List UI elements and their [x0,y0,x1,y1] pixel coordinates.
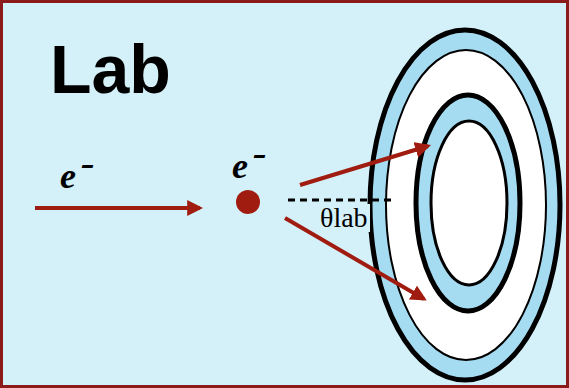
target-electron [236,190,260,214]
detector-rings [370,30,560,380]
particle-label: e⁻ [232,148,260,184]
frame-title: Lab [50,35,171,103]
scattered-arrow [300,146,428,185]
incoming-arrow [35,206,200,210]
beam-axis [288,199,395,202]
angle-label: θlab [318,204,370,232]
particle-label: e⁻ [60,158,88,194]
